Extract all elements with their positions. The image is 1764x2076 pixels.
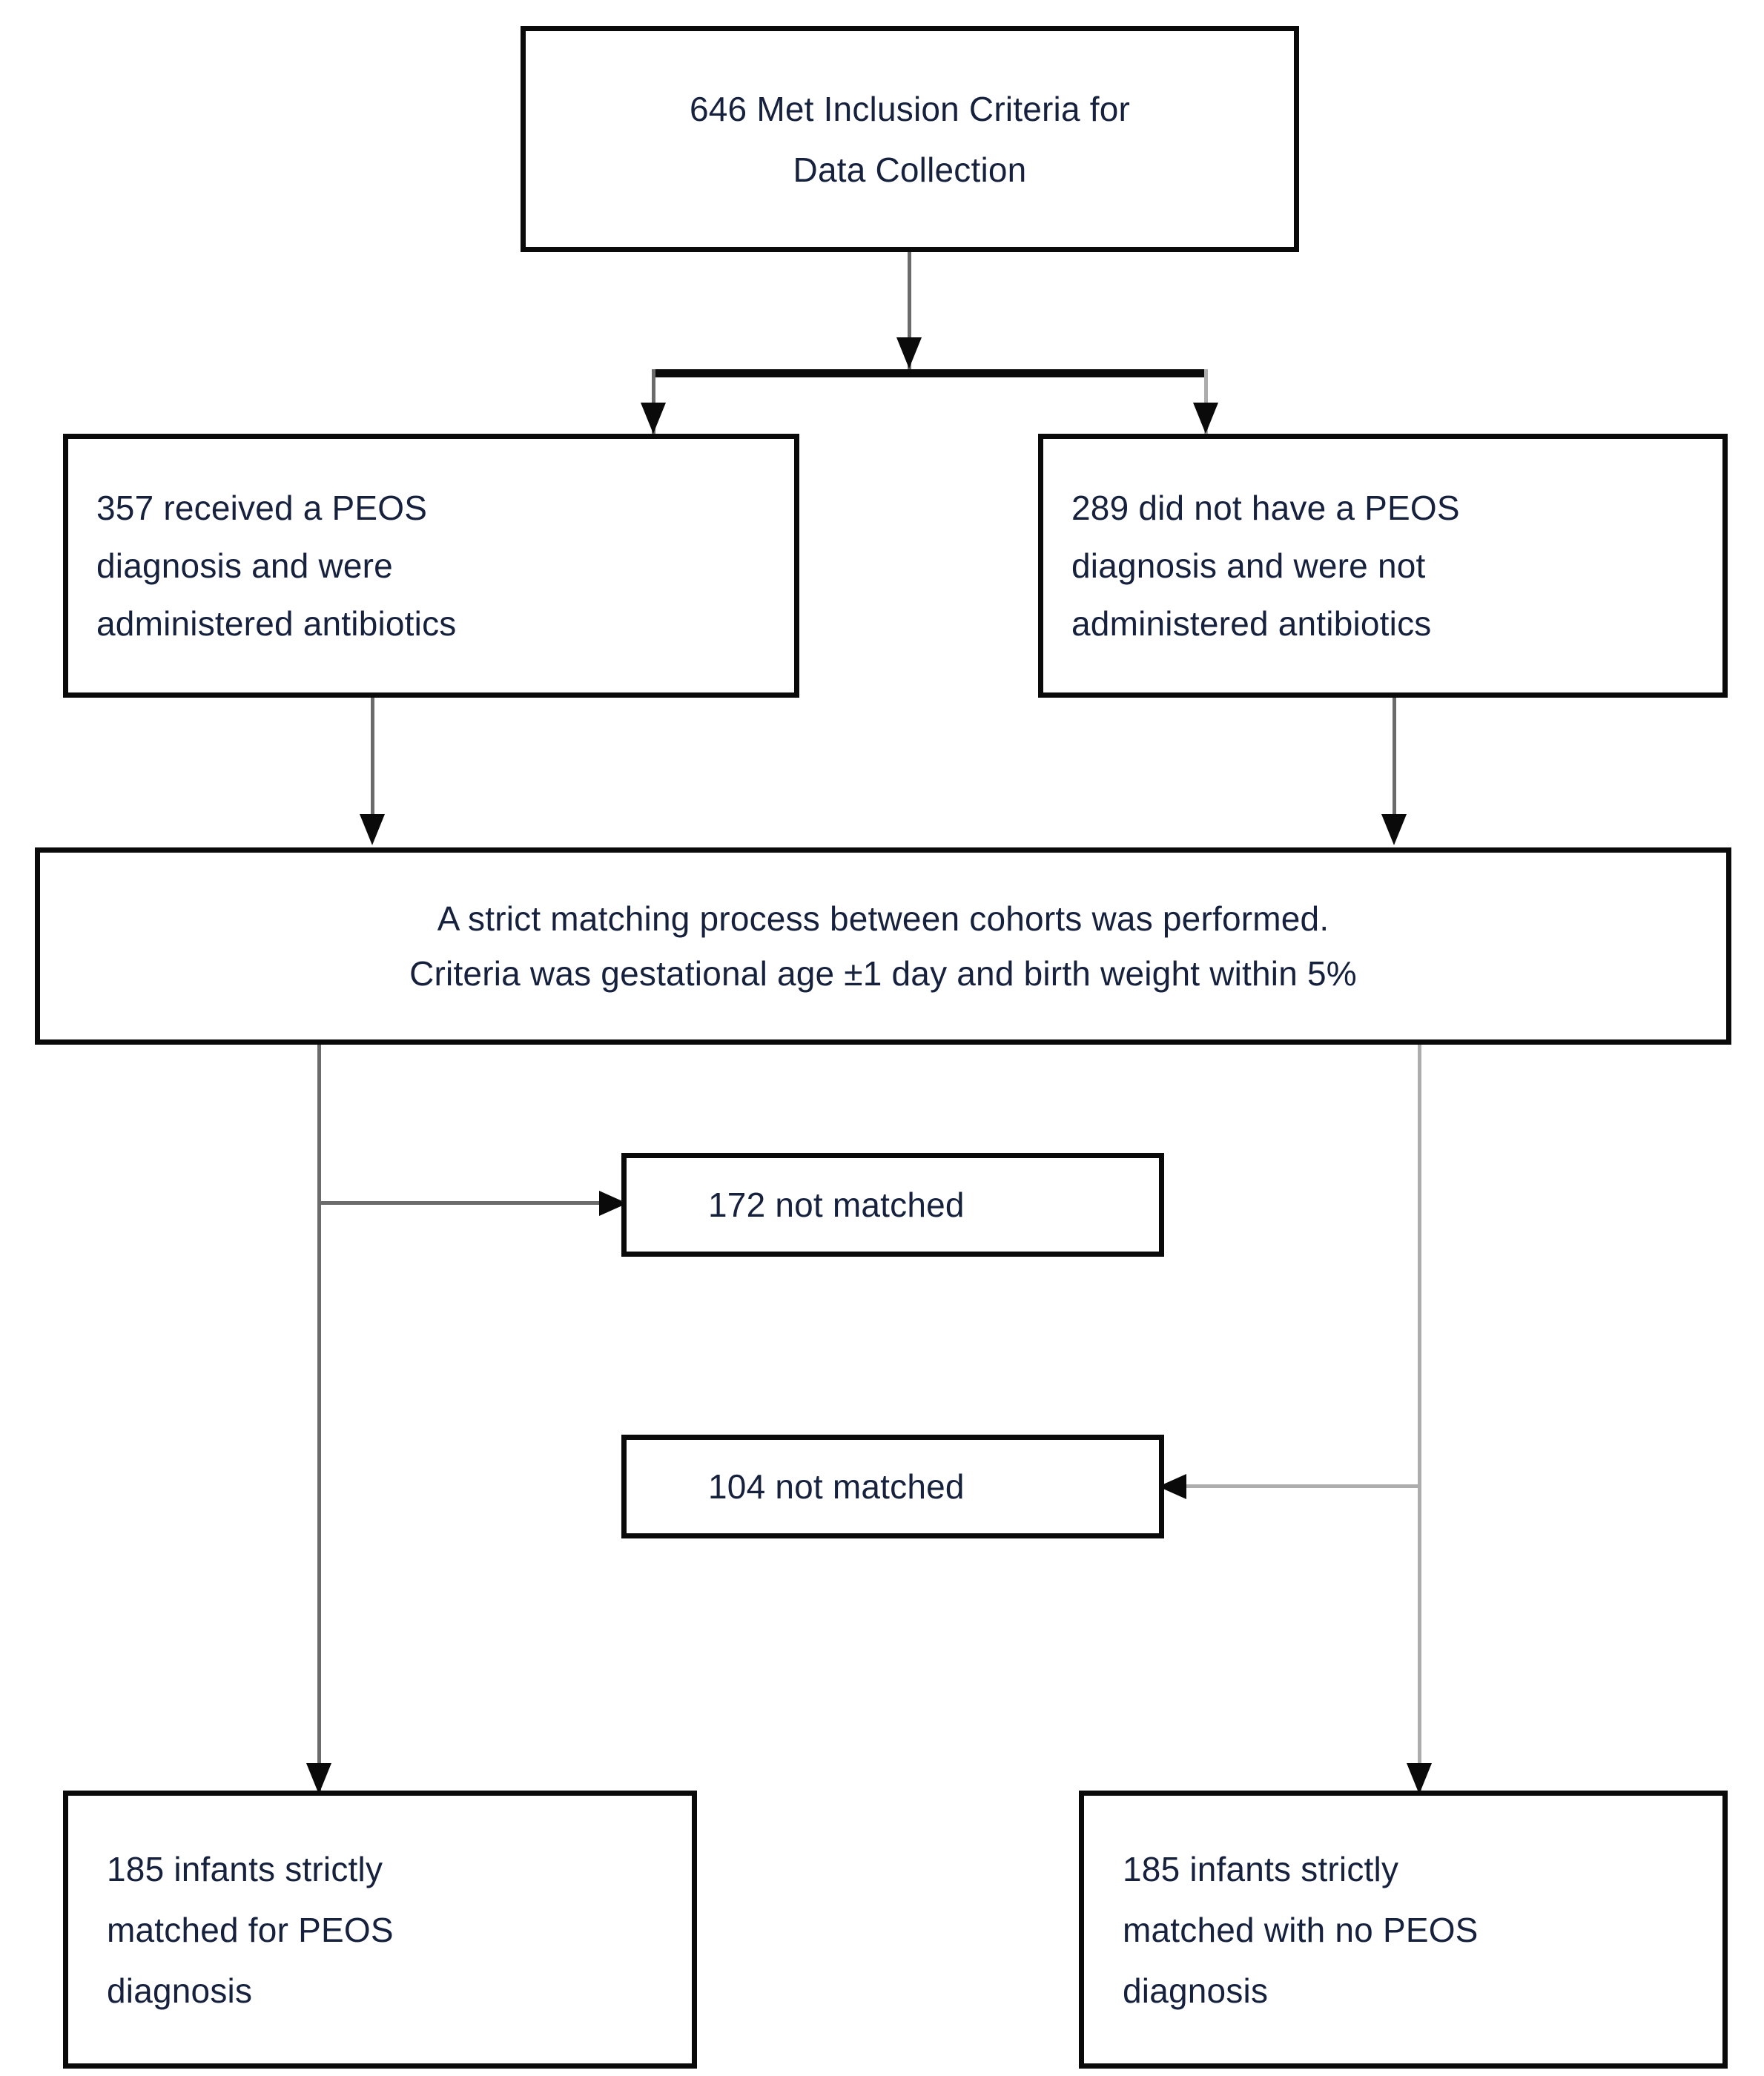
arrowhead-down-to-split — [896, 337, 922, 368]
node-text-line: administered antibiotics — [96, 604, 457, 643]
node-text-line: 289 did not have a PEOS — [1071, 489, 1460, 527]
node-text-line: Data Collection — [793, 150, 1027, 189]
matched-no-peos-node: 185 infants strictly matched with no PEO… — [1079, 1791, 1728, 2069]
node-text-line: 357 received a PEOS — [96, 489, 428, 527]
connector-peos-to-matching — [371, 698, 374, 816]
inclusion-criteria-node: 646 Met Inclusion Criteria for Data Coll… — [521, 26, 1299, 252]
node-text-line: administered antibiotics — [1071, 604, 1432, 643]
node-text-line: 172 not matched — [708, 1186, 965, 1224]
connector-right-spine-to-104 — [1161, 1484, 1421, 1488]
node-text-line: 646 Met Inclusion Criteria for — [689, 89, 1131, 128]
node-text-line: Criteria was gestational age ±1 day and … — [409, 954, 1357, 993]
matched-peos-node: 185 infants strictly matched for PEOS di… — [63, 1791, 697, 2069]
node-text-line: diagnosis and were not — [1071, 546, 1426, 585]
matching-process-node: A strict matching process between cohort… — [35, 847, 1731, 1045]
arrowhead-down-to-matched-peos — [306, 1763, 331, 1794]
no-peos-diagnosis-node: 289 did not have a PEOS diagnosis and we… — [1038, 434, 1728, 698]
arrowhead-down-to-peos — [641, 403, 666, 434]
connector-top-to-split — [908, 252, 911, 369]
node-text-line: 185 infants strictly — [107, 1849, 383, 1888]
connector-matching-left-spine — [317, 1045, 321, 1817]
node-text-line: diagnosis — [1123, 1971, 1269, 2010]
node-text-line: diagnosis and were — [96, 546, 393, 585]
node-text-line: 185 infants strictly — [1123, 1849, 1399, 1888]
node-text-line: matched with no PEOS — [1123, 1910, 1479, 1949]
node-text-line: matched for PEOS — [107, 1910, 394, 1949]
connector-matching-right-spine — [1418, 1045, 1421, 1817]
arrowhead-down-to-matched-no-peos — [1407, 1763, 1432, 1794]
node-text-line: 104 not matched — [708, 1467, 965, 1506]
arrowhead-down-no-peos-to-matching — [1381, 814, 1407, 845]
connector-left-spine-to-172 — [320, 1201, 626, 1205]
node-text-line: A strict matching process between cohort… — [437, 899, 1329, 938]
connector-split-bar — [652, 369, 1208, 377]
arrowhead-down-peos-to-matching — [360, 814, 385, 845]
not-matched-104-node: 104 not matched — [621, 1435, 1164, 1538]
node-text-line: diagnosis — [107, 1971, 253, 2010]
arrowhead-down-to-no-peos — [1193, 403, 1218, 434]
peos-diagnosis-node: 357 received a PEOS diagnosis and were a… — [63, 434, 799, 698]
connector-no-peos-to-matching — [1393, 698, 1396, 816]
not-matched-172-node: 172 not matched — [621, 1153, 1164, 1257]
